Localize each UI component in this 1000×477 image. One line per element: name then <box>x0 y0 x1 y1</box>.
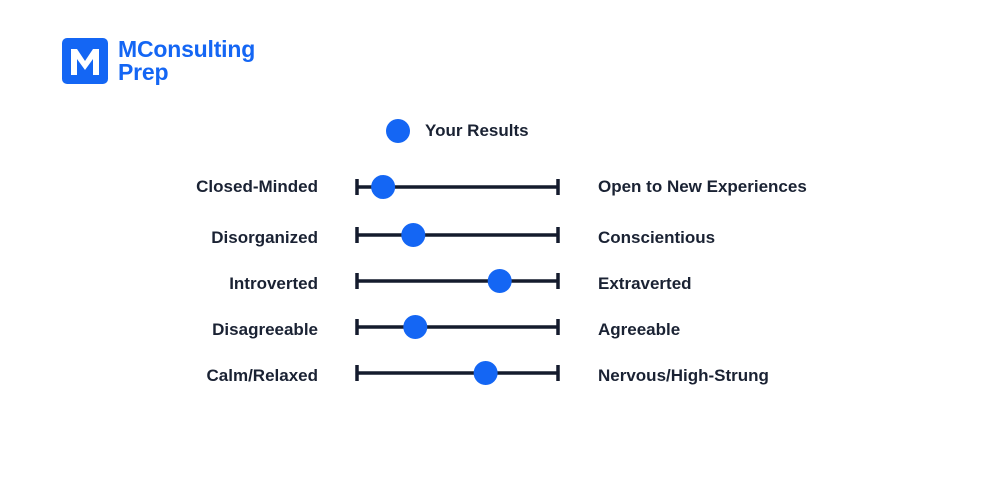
result-marker <box>487 269 512 293</box>
trait-right-label: Agreeable <box>598 320 681 339</box>
trait-right-label: Extraverted <box>598 274 692 293</box>
legend-marker <box>386 119 410 143</box>
brand-name-line2: Prep <box>118 59 169 85</box>
trait-right-label: Nervous/High-Strung <box>598 366 769 385</box>
brand-name: MConsulting Prep <box>118 38 255 84</box>
brand-name-line1: MConsulting <box>118 36 256 62</box>
brand-logo: MConsulting Prep <box>62 38 255 84</box>
m-logo-icon <box>62 38 108 84</box>
trait-right-label: Open to New Experiences <box>598 177 807 196</box>
trait-left-label: Disorganized <box>211 228 318 247</box>
result-marker <box>401 223 426 247</box>
trait-right-label: Conscientious <box>598 228 716 247</box>
trait-left-label: Calm/Relaxed <box>206 366 319 385</box>
trait-left-label: Closed-Minded <box>196 177 318 196</box>
result-marker <box>403 315 428 339</box>
result-marker <box>371 175 396 199</box>
trait-left-label: Disagreeable <box>212 320 318 339</box>
result-marker <box>473 361 498 385</box>
chart-legend: Your Results <box>386 119 529 143</box>
trait-left-label: Introverted <box>229 274 318 293</box>
legend-label: Your Results <box>425 121 529 140</box>
